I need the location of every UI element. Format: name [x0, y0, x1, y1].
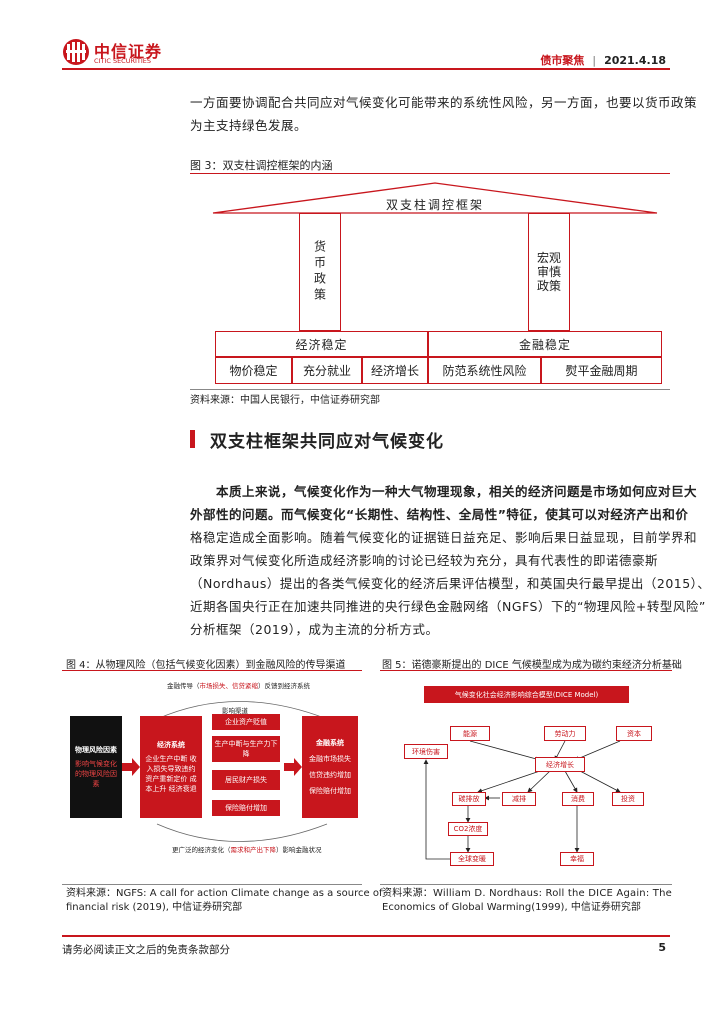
fig4-fin-item-2: 信贷违约增加 [309, 771, 351, 779]
para-line-2: 外部性的问题。而气候变化“长期性、结构性、全局性”特征，使其可以对经济产出和价 [190, 507, 689, 522]
fig4-mid-sub: 企业生产中断 收入损失导致违约 资产重新定价 成本上升 经济衰退 [145, 755, 197, 793]
fig3-econ-box: 经济稳定 [215, 331, 428, 357]
fig5-source-line-2: Economics of Global Warming(1999), 中信证券研… [382, 902, 641, 913]
fig4-source-line-2: financial risk (2019), 中信证券研究部 [66, 902, 243, 913]
fig4-caption: 图 4：从物理风险（包括气候变化因素）到金融风险的传导渠道 [66, 660, 346, 671]
fig4-source-rule [62, 884, 362, 885]
fig4-mid-title: 经济系统 [157, 741, 185, 749]
header-right: 债市聚焦 | 2021.4.18 [540, 52, 666, 68]
fig4-arrow-1 [122, 758, 140, 776]
fig4-arrow-2 [284, 758, 302, 776]
fig4-source-line-1: 资料来源：NGFS: A call for action Climate cha… [66, 888, 383, 899]
fig5-diagram: 气候变化社会经济影响综合模型(DICE Model) 能源 劳动力 资本 环境伤… [380, 674, 672, 884]
fig5-source-line-1: 资料来源：William D. Nordhaus: Roll the DICE … [382, 888, 672, 899]
fig5-node-temp: 全球变暖 [450, 852, 494, 866]
fig3-fin-box: 金融稳定 [428, 331, 662, 357]
fig4-bottom-suffix: ）影响金融状况 [276, 846, 322, 854]
fig3-caption: 图 3：双支柱调控框架的内涵 [190, 159, 333, 172]
fig5-node-welfare: 幸福 [560, 852, 594, 866]
para-line-1: 本质上来说，气候变化作为一种大气物理现象，相关的经济问题是市场如何应对巨大 [216, 484, 698, 499]
fig3-item-5: 熨平金融周期 [541, 357, 662, 384]
intro-paragraph: 一方面要协调配合共同应对气候变化可能带来的系统性风险，另一方面，也要以货币政策 … [190, 91, 698, 137]
fig5-node-growth: 经济增长 [535, 757, 585, 772]
fig5-node-abate: 减排 [502, 792, 536, 806]
fig4-top-red: 市场损失、信贷紧缩 [199, 682, 259, 690]
fig4-arcs [156, 701, 328, 842]
fig5-node-capital: 资本 [616, 726, 652, 741]
header-divider: | [592, 54, 597, 67]
section-label: 债市聚焦 [540, 54, 585, 67]
fig4-fin-item-3: 保险赔付增加 [309, 787, 351, 795]
fig5-node-emission: 碳排放 [452, 792, 486, 806]
fig5-caption: 图 5：诺德豪斯提出的 DICE 气候模型成为成为碳约束经济分析基础 [382, 660, 682, 671]
header-rule [62, 68, 670, 70]
fig3-pillar-right: 宏观审慎政策 [528, 213, 570, 331]
fig4-bottom-text: 更广泛的经济变化（需求和产出下降）影响金融状况 [172, 844, 322, 854]
fig3-pillar-right-label: 宏观审慎政策 [536, 251, 561, 293]
fig4-channel-1: 企业资产贬值 [212, 714, 280, 730]
para-line-6: 近期各国央行正在加速共同推进的央行绿色金融网络（NGFS）下的“物理风险+转型风… [190, 599, 706, 614]
para-line-4: 政策界对气候变化所造成经济影响的讨论已经较为充分，具有代表性的即诺德豪斯 [190, 553, 659, 568]
fig5-source: 资料来源：William D. Nordhaus: Roll the DICE … [382, 887, 674, 915]
para-line-5: （Nordhaus）提出的各类气候变化的经济后果评估模型，和英国央行最早提出（2… [190, 576, 711, 591]
fig3-diagram: 双支柱调控框架 货币政策 宏观审慎政策 经济稳定 金融稳定 物价稳定 充分就业 … [205, 180, 665, 390]
fig3-item-2: 充分就业 [292, 357, 362, 384]
fig5-arrows [423, 740, 621, 860]
fig4-fin-box: 金融系统 金融市场损失 信贷违约增加 保险赔付增加 [302, 716, 358, 818]
fig3-roof-shape [212, 182, 658, 214]
fig4-fin-title: 金融系统 [316, 739, 344, 747]
report-date: 2021.4.18 [604, 54, 666, 67]
fig3-item-4: 防范系统性风险 [428, 357, 541, 384]
fig5-node-consume: 消费 [562, 792, 594, 806]
fig4-fin-item-1: 金融市场损失 [309, 755, 351, 763]
fig5-node-co2: CO2浓度 [448, 822, 488, 836]
fig4-bottom-red: 需求和产出下降 [230, 846, 277, 854]
para-line-7: 分析框架（2019），成为主流的分析方式。 [190, 622, 439, 637]
fig5-node-invest: 投资 [612, 792, 644, 806]
fig4-left-title: 物理风险因素 [75, 746, 117, 754]
fig5-caption-rule [380, 670, 672, 671]
section-title: 双支柱框架共同应对气候变化 [210, 432, 444, 452]
intro-line-2: 为主支持绿色发展。 [190, 118, 308, 133]
section-marker [190, 430, 195, 448]
fig3-source: 资料来源：中国人民银行，中信证券研究部 [190, 395, 380, 406]
fig4-source: 资料来源：NGFS: A call for action Climate cha… [66, 887, 383, 915]
fig3-caption-rule [190, 173, 670, 174]
fig5-node-energy: 能源 [450, 726, 490, 741]
fig5-node-labor: 劳动力 [544, 726, 586, 741]
logo: 中信证券 CITIC SECURITIES [62, 38, 162, 68]
fig4-caption-rule [62, 670, 362, 671]
fig4-top-text: 金融传导（市场损失、信贷紧缩）反馈到经济系统 [167, 680, 310, 690]
fig4-impact-label: 影响渠道 [222, 707, 248, 715]
fig4-mid-box: 经济系统 企业生产中断 收入损失导致违约 资产重新定价 成本上升 经济衰退 [140, 716, 202, 818]
fig4-channel-4: 保险赔付增加 [212, 800, 280, 816]
logo-cn: 中信证券 [94, 42, 163, 61]
fig4-bottom-prefix: 更广泛的经济变化（ [172, 846, 231, 854]
fig5-node-damage: 环境伤害 [404, 744, 448, 759]
para-line-3: 格稳定造成全面影响。随着气候变化的证据链日益充足、影响后果日益显现，目前学界和 [190, 530, 698, 545]
citic-logo-icon [63, 39, 89, 65]
fig3-item-1: 物价稳定 [215, 357, 292, 384]
fig3-source-rule [190, 389, 670, 390]
footer-disclaimer: 请务必阅读正文之后的免责条款部分 [62, 944, 230, 956]
fig4-channel-2: 生产中断与生产力下降 [212, 736, 280, 762]
fig5-source-rule [380, 884, 672, 885]
fig4-top-prefix: 金融传导（ [167, 682, 200, 690]
page-number: 5 [658, 941, 666, 954]
fig4-channel-3: 居民财产损失 [212, 770, 280, 790]
fig3-roof-label: 双支柱调控框架 [385, 198, 484, 212]
logo-en: CITIC SECURITIES [94, 57, 152, 65]
fig4-top-suffix: ）反馈到经济系统 [258, 682, 310, 690]
fig4-diagram: 金融传导（市场损失、信贷紧缩）反馈到经济系统 影响渠道 物理风险因素 影响气候变… [62, 674, 362, 884]
fig4-left-sub: 影响气候变化的物理风险因素 [75, 760, 117, 788]
fig5-title-box: 气候变化社会经济影响综合模型(DICE Model) [424, 686, 629, 703]
fig3-item-3: 经济增长 [362, 357, 428, 384]
footer-rule [62, 935, 670, 937]
main-paragraph: 本质上来说，气候变化作为一种大气物理现象，相关的经济问题是市场如何应对巨大 外部… [190, 480, 711, 641]
intro-line-1: 一方面要协调配合共同应对气候变化可能带来的系统性风险，另一方面，也要以货币政策 [190, 95, 698, 110]
fig4-left-box: 物理风险因素 影响气候变化的物理风险因素 [70, 716, 122, 818]
fig3-pillar-left: 货币政策 [299, 213, 341, 331]
